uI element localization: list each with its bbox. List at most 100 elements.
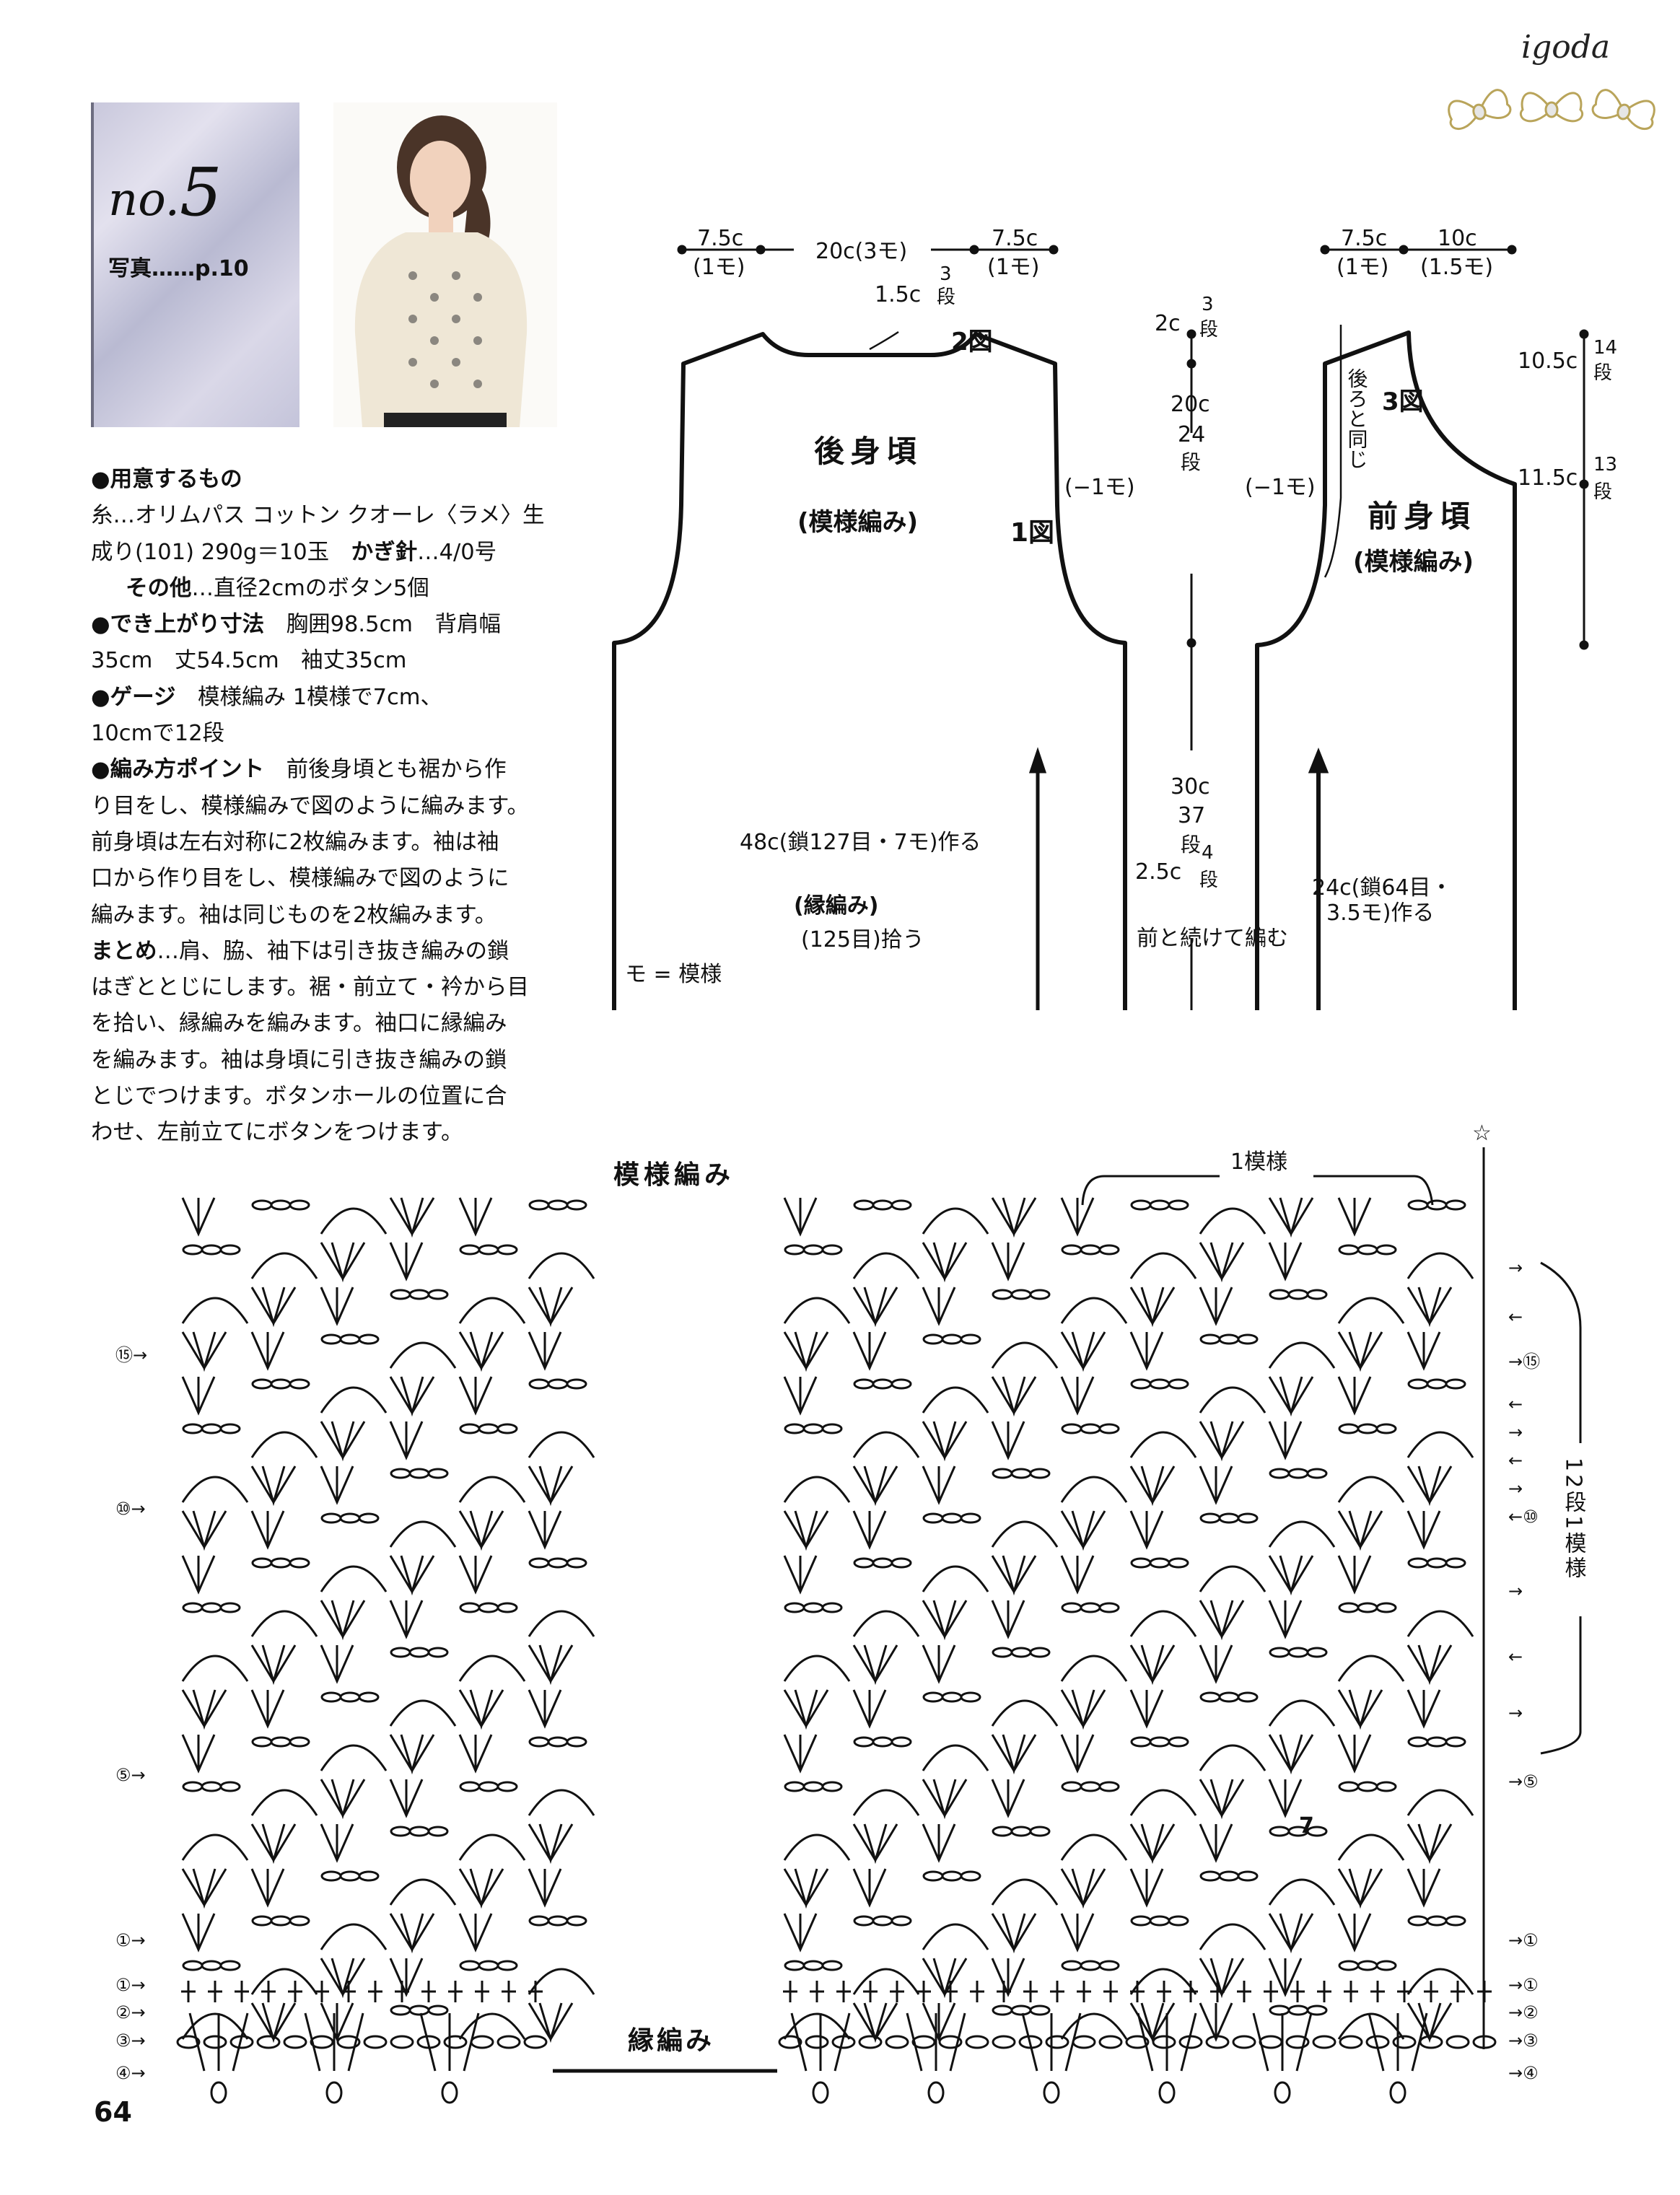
chain-stitch-icon — [1130, 1378, 1152, 1390]
stitch-fan-icon — [1060, 1331, 1106, 1372]
finish-line: を編みます。袖は身頃に引き抜き編みの鎖 — [91, 1047, 507, 1073]
chain-stitch-icon — [821, 1781, 843, 1792]
chain-stitch-icon — [853, 1378, 875, 1390]
stitch-fan-icon — [181, 1555, 216, 1595]
chain-arch-icon — [389, 1878, 457, 1906]
stitch-fan-icon — [852, 1689, 887, 1729]
chain-stitch-icon — [1357, 1244, 1378, 1256]
chain-arch-icon — [922, 1565, 989, 1592]
stitch-fan-icon — [1337, 1734, 1372, 1774]
chain-arch-icon — [1268, 1520, 1336, 1548]
chain-stitch-icon — [459, 1781, 481, 1792]
chain-stitch-icon — [922, 1870, 944, 1882]
single-crochet-icon — [315, 1981, 329, 2002]
finish-heading: まとめ — [91, 938, 157, 964]
stitch-fan-icon — [1199, 1421, 1245, 1462]
stitch-fan-icon — [1268, 1421, 1303, 1460]
chain-stitch-icon — [408, 1289, 430, 1300]
stitch-fan-icon — [1129, 1287, 1176, 1328]
chain-stitch-icon — [1130, 1557, 1152, 1569]
stitch-fan-icon — [458, 1689, 504, 1730]
foundation-chain-icon — [256, 2035, 281, 2049]
stitch-fan-icon — [1406, 1510, 1441, 1550]
single-crochet-icon — [1264, 1981, 1278, 2002]
chain-stitch-icon — [1445, 1736, 1466, 1748]
finish-line: はぎととじにします。裾・前立て・衿から目 — [91, 975, 529, 1001]
stitch-fan-icon — [458, 1197, 493, 1237]
back-pickup: (125目)拾う — [801, 927, 924, 952]
chain-stitch-icon — [891, 1378, 912, 1390]
back-shoulder-width-left: 7.5c — [697, 226, 743, 251]
chain-stitch-icon — [1218, 1333, 1240, 1345]
stitch-fan-icon — [1199, 1958, 1245, 1999]
chain-stitch-icon — [1061, 1781, 1082, 1792]
chain-stitch-icon — [1237, 1870, 1259, 1882]
gauge-line: 模様編み 1模様で7cm、 — [175, 684, 442, 710]
chain-stitch-icon — [547, 1557, 569, 1569]
hook-label: かぎ針 — [351, 539, 418, 565]
stitch-fan-icon — [320, 1242, 366, 1283]
stitch-fan-icon — [852, 1465, 898, 1507]
back-neck-rows-unit: 段 — [937, 286, 955, 308]
chain-stitch-icon — [320, 1691, 342, 1703]
chain-stitch-icon — [390, 1289, 411, 1300]
stitch-fan-icon — [458, 1913, 493, 1953]
chain-stitch-icon — [358, 1870, 380, 1882]
chain-stitch-icon — [1426, 1736, 1448, 1748]
chain-stitch-icon — [1269, 1468, 1290, 1479]
stitch-fan-icon — [922, 1287, 956, 1326]
picot-icon — [441, 2081, 458, 2104]
chain-stitch-icon — [182, 1423, 204, 1434]
chain-stitch-icon — [478, 1423, 499, 1434]
stitch-fan-icon — [783, 1197, 818, 1237]
stitch-fan-icon — [1060, 1197, 1095, 1237]
chain-stitch-icon — [941, 1691, 963, 1703]
stitch-fan-icon — [783, 1555, 818, 1595]
left-row-marker: ⑤→ — [115, 1765, 146, 1785]
chain-stitch-icon — [408, 1647, 430, 1658]
chain-stitch-icon — [528, 1736, 550, 1748]
foundation-chain-icon — [310, 2035, 334, 2049]
chain-stitch-icon — [922, 1512, 944, 1524]
chain-arch-icon — [922, 1923, 989, 1950]
stitch-fan-icon — [922, 1421, 968, 1462]
stitch-fan-icon — [1060, 1555, 1095, 1595]
stitch-fan-icon — [1337, 1197, 1372, 1237]
chain-stitch-icon — [992, 1468, 1013, 1479]
edging-fan-icon — [1252, 2012, 1313, 2072]
stitch-fan-icon — [181, 1197, 216, 1237]
single-crochet-icon — [1157, 1981, 1171, 2002]
stitch-fan-icon — [528, 1287, 574, 1328]
chain-arch-icon — [1060, 1476, 1128, 1503]
stitch-fan-icon — [1060, 1376, 1095, 1416]
chain-stitch-icon — [1061, 1602, 1082, 1613]
chain-stitch-icon — [802, 1960, 824, 1971]
stitch-fan-icon — [1268, 1555, 1314, 1596]
chain-stitch-icon — [872, 1199, 893, 1211]
stitch-fan-icon — [389, 1421, 424, 1460]
stitch-fan-icon — [1406, 1287, 1453, 1328]
single-crochet-icon — [288, 1981, 302, 2002]
chain-stitch-icon — [547, 1199, 569, 1211]
chain-stitch-icon — [339, 1333, 361, 1345]
chain-stitch-icon — [821, 1244, 843, 1256]
height-body-unit: 段 — [1181, 833, 1201, 856]
chain-arch-icon — [528, 1431, 595, 1458]
chain-stitch-icon — [270, 1199, 292, 1211]
foundation-chain-icon — [1312, 2035, 1336, 2049]
stitch-fan-icon — [1268, 1779, 1303, 1818]
chain-arch-icon — [1337, 1833, 1405, 1861]
stitch-fan-icon — [320, 1958, 366, 1999]
single-crochet-icon — [1451, 1981, 1465, 2002]
stitch-fan-icon — [783, 1868, 829, 1909]
stitch-fan-icon — [991, 1555, 1037, 1596]
stitch-fan-icon — [1268, 1734, 1314, 1775]
chain-stitch-icon — [1010, 2005, 1032, 2016]
chain-stitch-icon — [1149, 1199, 1171, 1211]
chain-stitch-icon — [459, 1423, 481, 1434]
chain-stitch-icon — [1306, 1647, 1328, 1658]
chain-arch-icon — [1406, 1431, 1474, 1458]
front-neck-lower-rows: 13 — [1593, 454, 1617, 476]
height-shoulder-rows: 3 — [1202, 294, 1214, 315]
chain-stitch-icon — [960, 1512, 981, 1524]
